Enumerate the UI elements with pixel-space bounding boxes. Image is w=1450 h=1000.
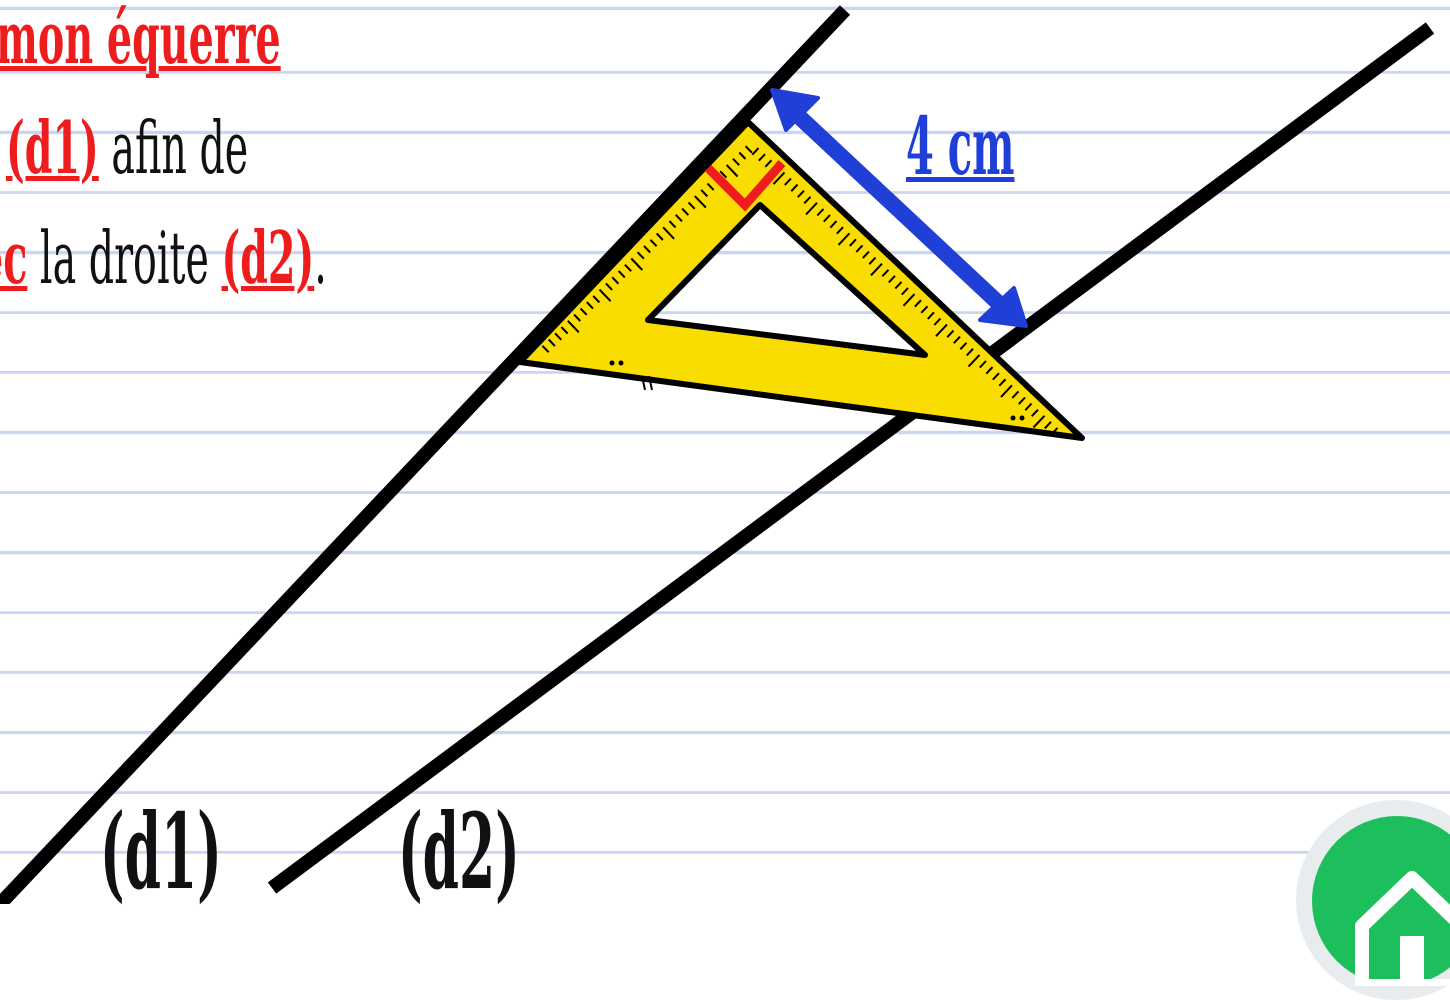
home-icon [1355,871,1450,993]
geometry-diagram [0,5,1435,904]
line-d2 [267,22,1435,894]
label-d1: (d1) [100,790,222,913]
instruction-title: mon équerre [0,0,281,80]
instruction-line-2-end: afin de [98,106,249,190]
instruction-line-3-start: ec [0,215,28,300]
measurement-arrow [770,88,1028,328]
instruction-line-2: e (d1) afin de [0,112,248,185]
instruction-line-2-ref: (d1) [6,105,99,190]
line-d1 [0,5,851,904]
instruction-line-3-ref: (d2) [221,215,315,300]
label-d2: (d2) [398,790,520,913]
instruction-line-3: ec la droite (d2). [0,222,327,295]
home-button[interactable] [1296,800,1450,1000]
instruction-line-3-end: . [314,216,327,300]
right-angle-marker [704,160,786,212]
set-square-icon [517,119,1085,441]
measurement-label: 4 cm [906,99,1015,193]
home-button-face[interactable] [1312,816,1450,993]
instruction-line-3-mid: la droite [27,216,222,300]
